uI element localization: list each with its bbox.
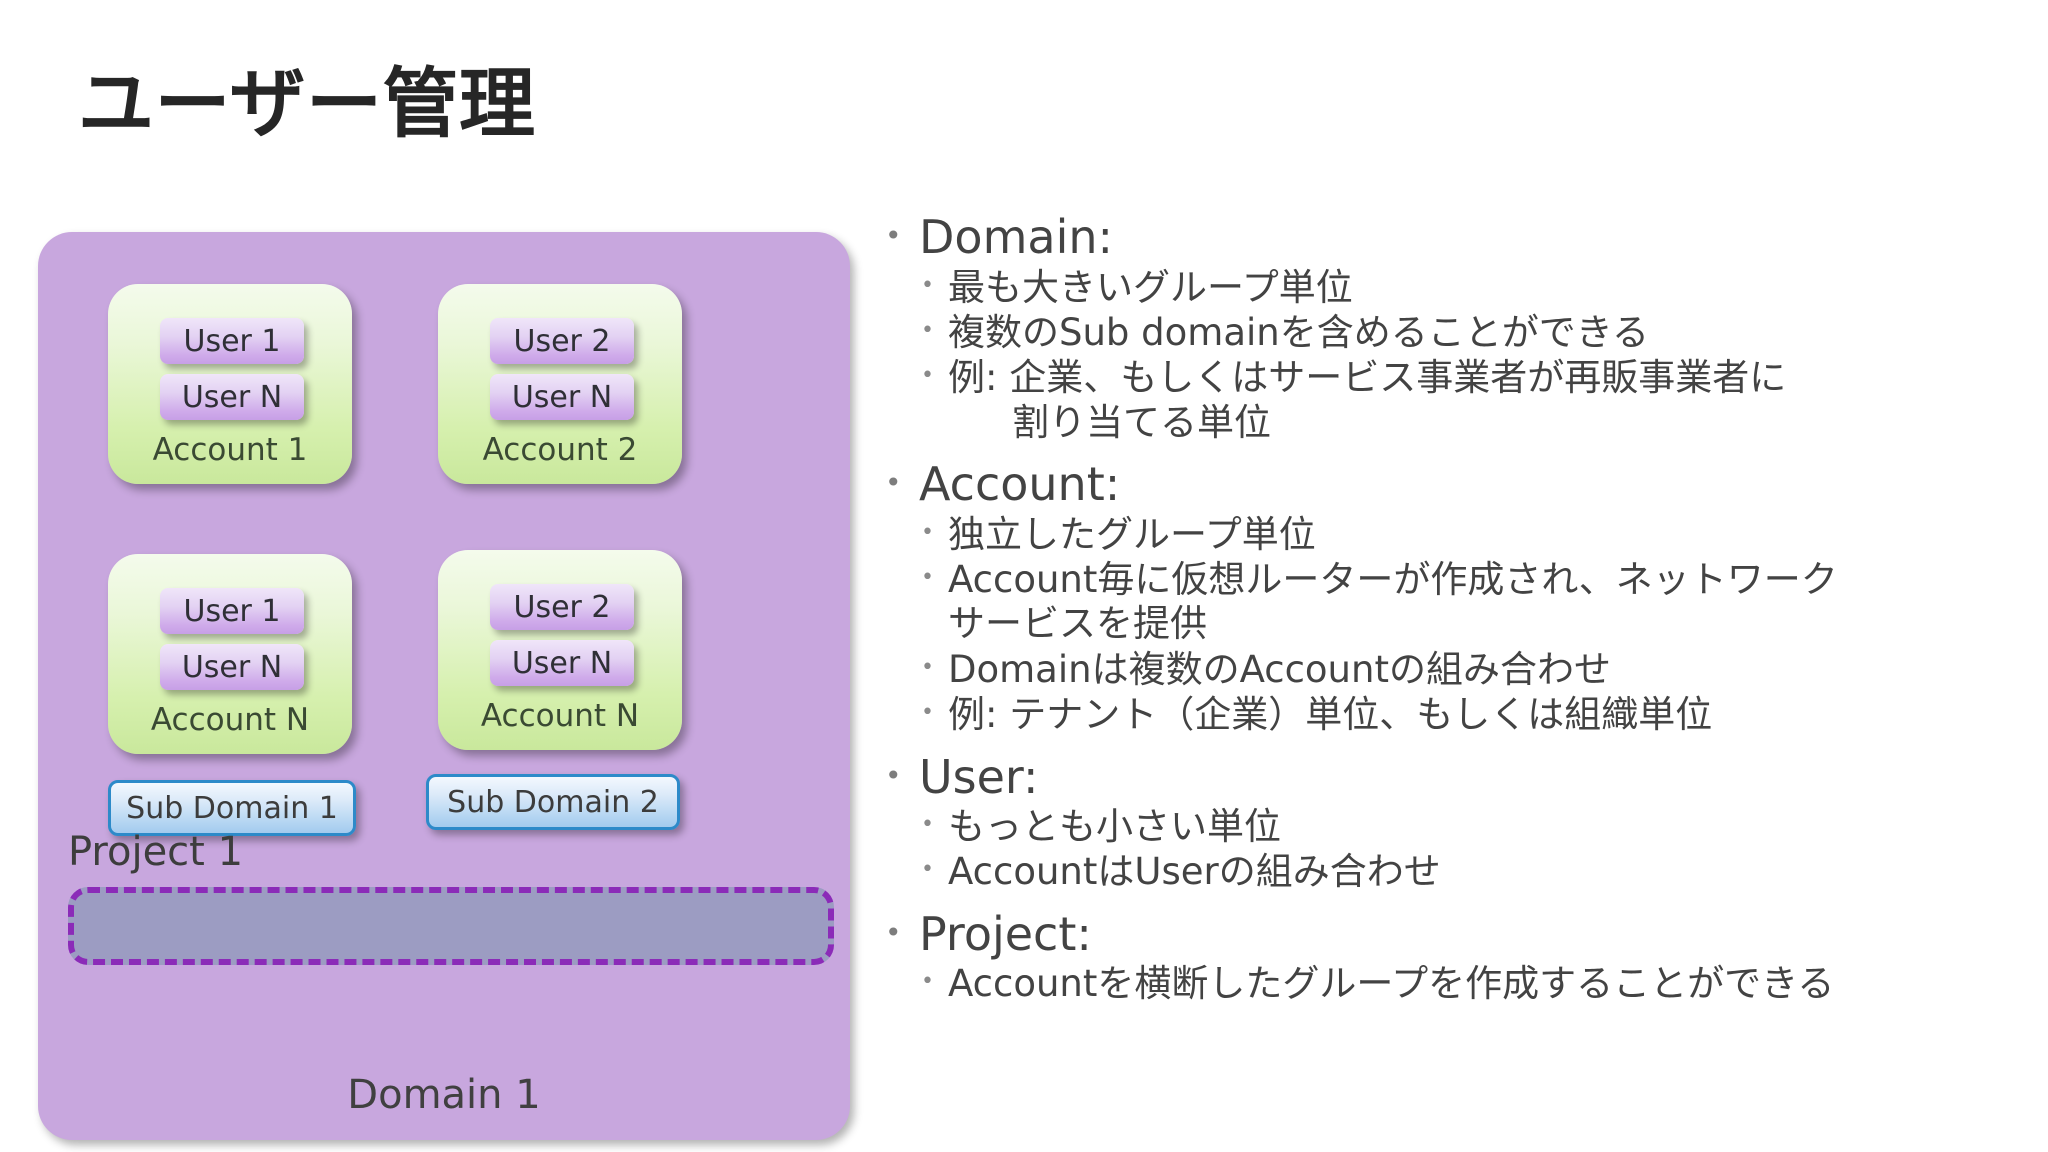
bullet-item-text: 複数のSub domainを含めることができる [948,310,1650,354]
bullet-item: • Accountを横断したグループを作成することができる [921,962,2015,1006]
bullet-item: • AccountはUserの組み合わせ [921,850,2015,894]
bullet-dot-icon: • [921,812,934,838]
bullet-dot-icon: • [921,857,934,883]
bullet-item: • 独立したグループ単位 [921,513,2015,557]
description-panel: • Domain: • 最も大きいグループ単位 • 複数のSub domainを… [885,210,2015,1021]
account-label: Account 1 [152,432,308,468]
bullet-group-user: • User: • もっとも小さい単位 • AccountはUserの組み合わせ [885,749,2015,895]
account-label: Account 2 [482,432,638,468]
bullet-item: • 最も大きいグループ単位 [921,266,2015,310]
bullet-heading-text: Project: [919,906,1092,961]
bullet-dot-icon: • [885,466,902,500]
project-label: Project 1 [68,829,244,875]
bullet-item-text: 例: 企業、もしくはサービス事業者が再販事業者に 割り当てる単位 [948,356,2015,445]
bullet-item-text: 独立したグループ単位 [948,512,1316,556]
bullet-item: • 例: テナント（企業）単位、もしくは組織単位 [921,693,2015,737]
project-selection-region[interactable] [68,887,834,965]
user-chip[interactable]: User 1 [160,588,304,634]
bullet-item-text: 最も大きいグループ単位 [948,265,1353,309]
bullet-group-domain: • Domain: • 最も大きいグループ単位 • 複数のSub domainを… [885,210,2015,445]
user-chip[interactable]: User N [160,374,304,420]
user-chip[interactable]: User 2 [490,318,634,364]
user-chip[interactable]: User 1 [160,318,304,364]
subdomain-box-2[interactable]: Sub Domain 2 [426,774,680,830]
user-chip[interactable]: User 2 [490,584,634,630]
bullet-item-text: もっとも小さい単位 [948,805,1281,849]
bullet-dot-icon: • [921,969,934,995]
bullet-dot-icon: • [921,519,934,545]
bullet-item-text: Domainは複数のAccountの組み合わせ [948,647,1611,691]
bullet-item-line1: Account毎に仮想ルーターが作成され、ネットワーク [948,557,1838,601]
account-label: Account N [480,698,640,734]
bullet-heading: • User: [885,749,2015,804]
bullet-item: • 複数のSub domainを含めることができる [921,311,2015,355]
bullet-item: • 例: 企業、もしくはサービス事業者が再販事業者に 割り当てる単位 [921,356,2015,445]
bullet-item-text: Account毎に仮想ルーターが作成され、ネットワーク サービスを提供 [948,558,2015,647]
account-box-2[interactable]: User 2 User N Account 2 [438,284,682,484]
bullet-dot-icon: • [885,219,902,252]
user-chip[interactable]: User N [490,374,634,420]
bullet-dot-icon: • [885,758,902,792]
bullet-dot-icon: • [921,317,934,343]
bullet-heading-text: Account: [919,457,1121,512]
bullet-item-text: AccountはUserの組み合わせ [948,850,1441,894]
bullet-dot-icon: • [921,272,934,298]
bullet-item-line2: サービスを提供 [948,602,1207,646]
bullet-item-line1: 例: 企業、もしくはサービス事業者が再販事業者に [948,356,1787,400]
bullet-heading: • Project: [885,906,2015,961]
bullet-dot-icon: • [921,654,934,680]
bullet-dot-icon: • [921,564,934,590]
bullet-dot-icon: • [885,915,902,949]
bullet-item: • Domainは複数のAccountの組み合わせ [921,648,2015,692]
user-chip[interactable]: User N [490,640,634,686]
bullet-dot-icon: • [921,363,934,389]
bullet-item: • Account毎に仮想ルーターが作成され、ネットワーク サービスを提供 [921,558,2015,647]
bullet-item-text: 例: テナント（企業）単位、もしくは組織単位 [948,693,1713,737]
subdomain-box-1[interactable]: Sub Domain 1 [108,780,356,836]
bullet-item-text: Accountを横断したグループを作成することができる [948,962,1835,1006]
account-label: Account N [150,702,310,738]
user-management-diagram: User 1 User N Account 1 User 2 User N Ac… [38,232,850,1140]
bullet-group-account: • Account: • 独立したグループ単位 • Account毎に仮想ルータ… [885,459,2015,737]
bullet-heading: • Domain: [885,210,2015,264]
page-title: ユーザー管理 [78,59,536,148]
bullet-heading-text: Domain: [919,210,1113,264]
domain-label: Domain 1 [347,1072,541,1118]
bullet-group-project: • Project: • Accountを横断したグループを作成することができる [885,906,2015,1007]
bullet-heading: • Account: [885,459,2015,511]
bullet-dot-icon: • [921,700,934,726]
account-box-1[interactable]: User 1 User N Account 1 [108,284,352,484]
bullet-item-line2: 割り当てる単位 [1012,400,1271,444]
account-box-4[interactable]: User 2 User N Account N [438,550,682,750]
user-chip[interactable]: User N [160,644,304,690]
account-box-3[interactable]: User 1 User N Account N [108,554,352,754]
domain-container: User 1 User N Account 1 User 2 User N Ac… [38,232,850,1140]
bullet-heading-text: User: [919,749,1039,804]
bullet-item: • もっとも小さい単位 [921,805,2015,849]
